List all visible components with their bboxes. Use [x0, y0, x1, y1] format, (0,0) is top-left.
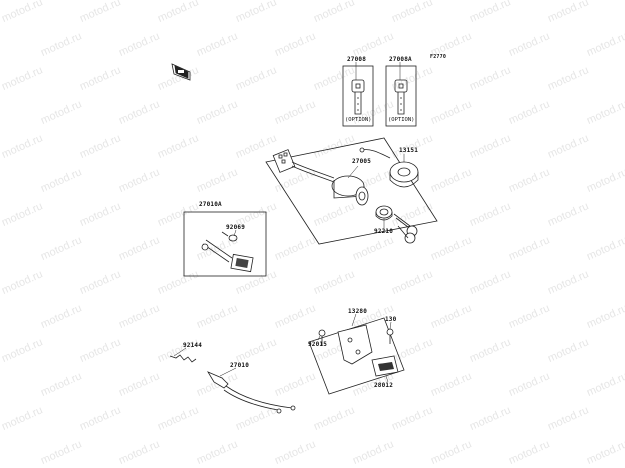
- bolt-130-icon: [386, 328, 394, 344]
- key-option-box-b: [385, 65, 417, 127]
- label-28012: 28012: [374, 382, 394, 389]
- key-icon-a: [351, 79, 365, 115]
- kill-switch-part: [201, 239, 254, 273]
- label-92015: 92015: [308, 341, 328, 348]
- figure-code: F2770: [430, 54, 447, 60]
- small-nut-icon: [228, 234, 238, 242]
- ignition-switch-body: [331, 175, 369, 206]
- plate-icon: [371, 355, 399, 377]
- bolt-92015-icon: [318, 329, 326, 346]
- wire-switch-icon: [207, 371, 296, 414]
- label-27010a: 27010A: [199, 201, 222, 208]
- kill-switch-frame: [183, 211, 267, 277]
- label-27008: 27008: [347, 56, 367, 63]
- connector-plug: [272, 149, 296, 173]
- ignition-assy-frame: [265, 137, 438, 245]
- label-27008a: 27008A: [389, 56, 412, 63]
- label-option-a: (OPTION): [345, 117, 372, 123]
- label-130: 130: [385, 316, 397, 323]
- label-13280: 13280: [348, 308, 368, 315]
- label-92210: 92210: [374, 228, 394, 235]
- leader-lines: [173, 62, 405, 383]
- label-27010: 27010: [230, 362, 250, 369]
- wire-harness: [291, 161, 335, 179]
- bracket-part: [337, 324, 373, 365]
- label-option-b: (OPTION): [388, 117, 415, 123]
- bracket-frame: [308, 317, 405, 395]
- label-13151: 13151: [399, 147, 419, 154]
- key-pair-icon: [393, 213, 418, 244]
- spring-icon: [169, 354, 197, 363]
- label-92144: 92144: [183, 342, 203, 349]
- key-icon-b: [394, 79, 408, 115]
- ring-nut: [375, 205, 393, 221]
- small-wire: [359, 149, 391, 159]
- label-27005: 27005: [352, 158, 372, 165]
- label-92069: 92069: [226, 224, 246, 231]
- key-option-box-a: [342, 65, 374, 127]
- nut-cap: [389, 161, 419, 188]
- front-arrow-icon: [171, 63, 191, 81]
